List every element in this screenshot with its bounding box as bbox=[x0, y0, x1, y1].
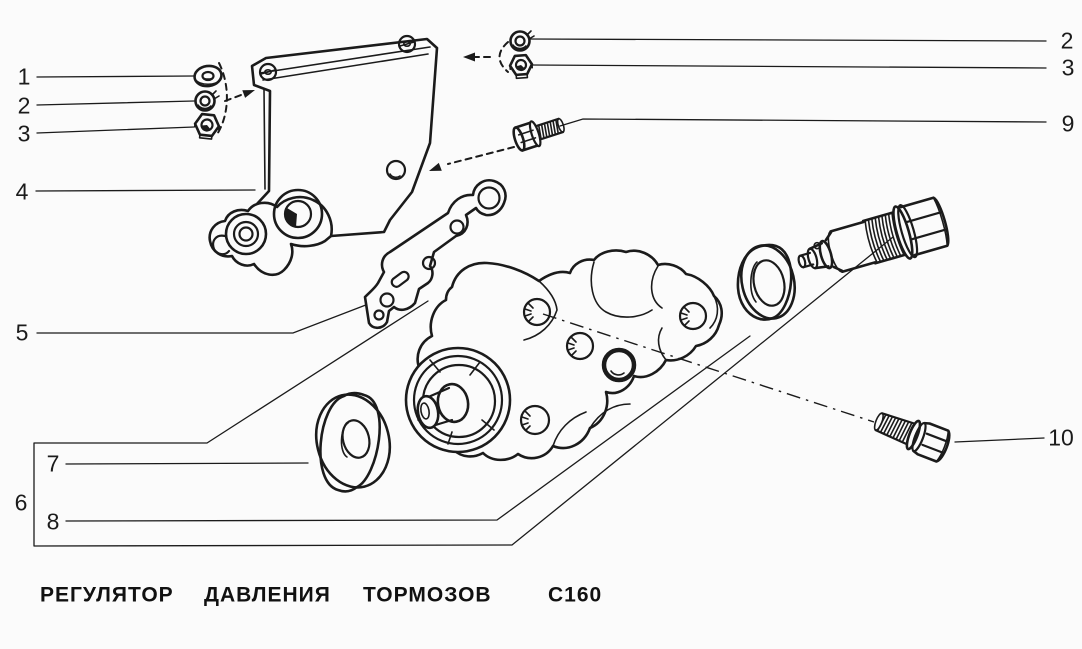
leader-4 bbox=[35, 189, 256, 192]
leader-2-right bbox=[528, 38, 1047, 42]
plate-hole bbox=[379, 292, 395, 308]
body-bore bbox=[565, 331, 595, 361]
plate-hole bbox=[421, 255, 437, 271]
spring-washer-part bbox=[194, 90, 220, 112]
bracket-hole bbox=[385, 159, 407, 181]
nut-part bbox=[193, 112, 221, 140]
plate-hole bbox=[373, 309, 385, 321]
caption-word: РЕГУЛЯТОР bbox=[40, 583, 174, 607]
leader-8 bbox=[65, 335, 751, 522]
assembly-arrow-head bbox=[242, 90, 255, 98]
bracket-screw-head bbox=[397, 34, 417, 54]
body-bore bbox=[522, 297, 552, 327]
leader-3-left bbox=[36, 126, 195, 134]
callout-3-right: 3 bbox=[1061, 54, 1075, 81]
callout-leader-lines bbox=[33, 38, 1047, 547]
assembly-arrow-head bbox=[463, 52, 475, 62]
piston-assembly-part bbox=[797, 196, 950, 274]
body-bore bbox=[678, 301, 708, 331]
bolt-10-hex-head bbox=[912, 421, 951, 463]
callout-2-right: 2 bbox=[1060, 27, 1074, 54]
body-center-bore bbox=[601, 347, 637, 383]
caption-word: С160 bbox=[548, 583, 603, 607]
bolt-10-part bbox=[873, 412, 951, 463]
washer-part bbox=[193, 64, 223, 88]
bracket-bushing-large bbox=[272, 188, 324, 240]
body-plunger-boss bbox=[404, 346, 512, 454]
seal-ring-part bbox=[736, 243, 796, 321]
callout-2: 2 bbox=[17, 92, 31, 119]
seal-ring-hole bbox=[752, 259, 786, 307]
callout-9: 9 bbox=[1061, 110, 1075, 137]
callout-8: 8 bbox=[46, 508, 60, 535]
regulator-body-part bbox=[404, 249, 724, 462]
callout-4: 4 bbox=[15, 178, 29, 205]
bolt-9-part bbox=[512, 117, 565, 152]
leader-5 bbox=[36, 302, 372, 334]
plate-hole bbox=[477, 186, 501, 210]
callout-6: 6 bbox=[14, 489, 28, 516]
callout-7: 7 bbox=[46, 450, 60, 477]
assembly-arrow-head bbox=[429, 162, 442, 171]
rubber-ring-part bbox=[314, 391, 392, 493]
support-plate-part bbox=[363, 179, 507, 330]
nut-part bbox=[508, 53, 534, 80]
piston-hex-cap bbox=[899, 196, 950, 257]
bolt-axis-line bbox=[542, 313, 875, 423]
leader-10 bbox=[954, 437, 1045, 443]
plate-hole bbox=[449, 219, 465, 235]
callout-5: 5 bbox=[15, 319, 29, 346]
bracket-screw-head bbox=[258, 62, 278, 82]
rubber-ring-hole bbox=[341, 419, 371, 459]
callout-3: 3 bbox=[17, 120, 31, 147]
assembly-arrow-shaft bbox=[224, 94, 242, 102]
caption-word: ДАВЛЕНИЯ bbox=[204, 583, 331, 607]
callout-1: 1 bbox=[17, 63, 31, 90]
assembly-guides bbox=[215, 41, 875, 423]
caption-word: ТОРМОЗОВ bbox=[363, 583, 492, 607]
spring-washer-part bbox=[509, 30, 535, 52]
leader-3-right bbox=[530, 64, 1047, 69]
callout-10: 10 bbox=[1048, 424, 1074, 451]
plate-slot bbox=[390, 270, 410, 288]
mounting-bracket-part bbox=[208, 34, 439, 277]
body-bore bbox=[519, 404, 551, 436]
leader-2-left bbox=[36, 100, 195, 106]
assembly-arrow-shaft bbox=[447, 146, 515, 165]
fastener-group-arc bbox=[498, 41, 509, 73]
leader-6-bracket bbox=[33, 236, 894, 547]
bracket-hook bbox=[212, 234, 231, 256]
bracket-bushing-small bbox=[224, 212, 268, 256]
leader-1 bbox=[36, 75, 195, 78]
leader-7 bbox=[65, 462, 309, 465]
leader-9 bbox=[559, 118, 1047, 127]
